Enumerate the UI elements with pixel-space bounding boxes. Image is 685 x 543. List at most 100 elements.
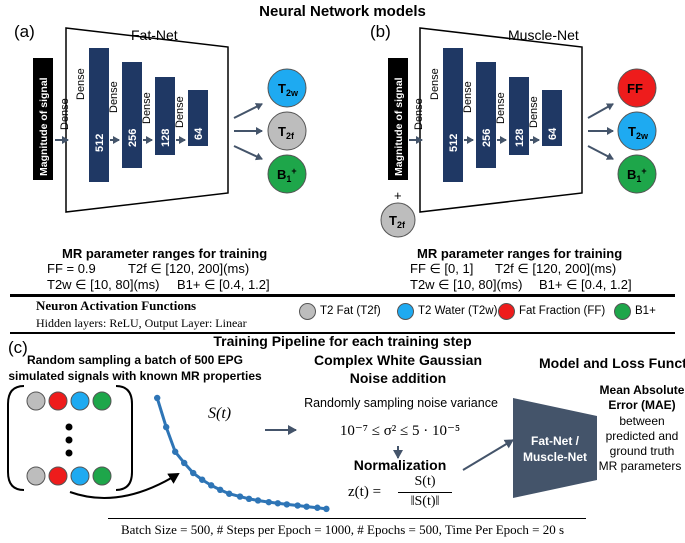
svg-text:Dense: Dense [174,96,186,128]
signal-point [314,504,321,511]
legend-label-b1: B1+ [635,305,656,317]
figure-title: Neural Network models [259,3,426,20]
signal-point [172,448,179,455]
panel-b-input-bar [388,58,408,180]
svg-text:64: 64 [547,127,559,140]
signal-point [163,423,170,431]
batch-row-bottom [26,466,112,486]
signal-point [323,505,330,513]
noise-subtitle: Randomly sampling noise variance [304,396,498,410]
signal-point [154,394,161,402]
svg-text:Dense: Dense [413,98,425,130]
panel-b-range-b1: B1+ ∈ [0.4, 1.2] [539,277,632,292]
panel-b-output-t2w [617,111,657,151]
batch-right-bracket [115,385,133,491]
mae-line6: MR parameters [598,459,682,473]
signal-point [265,498,272,506]
signal-point [226,490,233,497]
panel-a-output-t2w [267,68,307,108]
panel-b-output-b1 [617,154,657,194]
panel-b-input-t2f [380,202,416,238]
svg-text:FF: FF [627,81,643,96]
legend-items: T2 Fat (T2f) T2 Water (T2w) Fat Fraction… [0,299,685,329]
layer-512-bar [89,48,109,182]
mae-line5: ground truth [609,444,675,458]
norm-to-model-arrow [462,439,514,471]
signal-curve-line [155,397,327,511]
svg-text:512: 512 [448,134,460,152]
norm-lhs: z(t) = [348,484,382,500]
panel-b-layers: Dense 512 Dense 256 Dense 128 Dense 64 [429,48,562,182]
mae-line4: predicted and [605,429,679,443]
svg-text:128: 128 [160,129,172,147]
legend-title: Neuron Activation Functions [36,298,197,313]
noise-title-line1: Complex White Gaussian [313,352,483,368]
norm-fraction-bar [398,492,452,493]
panel-c-letter: (c) [8,338,28,357]
legend-top-rule [10,294,675,297]
panel-a-range-b1: B1+ ∈ [0.4, 1.2] [177,277,270,292]
legend-swatch-ff [498,303,515,320]
panel-a-ranges-title: MR parameter ranges for training [62,246,268,261]
norm-denominator: ‖S(t)‖ [410,494,440,509]
signal-point [283,501,290,508]
legend-swatch-b1 [614,303,631,320]
layer-64-bar [188,90,208,146]
svg-text:Dense: Dense [141,92,153,124]
layer-256-bar [122,62,142,168]
panel-b-letter: (b) [370,22,391,41]
norm-numerator: S(t) [414,474,436,489]
signal-point [217,486,224,494]
normalization-title: Normalization [353,457,447,473]
model-title: Model and Loss Function [539,355,685,371]
batch-to-signal-arrow [69,472,180,499]
panel-a-range-t2w: T2w ∈ [10, 80](ms) [47,277,160,292]
svg-text:256: 256 [127,129,139,147]
batch-left-bracket [7,385,25,491]
svg-text:Dense: Dense [108,81,120,113]
footer-rule [108,518,586,519]
panel-a-network-outline [65,27,229,213]
mae-line3: between [619,414,665,428]
legend-swatch-t2f [299,303,316,320]
panel-a-output-t2f [267,111,307,151]
panel-a-layers: Dense 512 Dense 256 Dense 128 Dense 64 [75,48,208,182]
panel-a-letter: (a) [14,22,35,41]
panel-a-input-label: Magnitude of signal [38,77,50,176]
signal-point [199,476,206,483]
panel-a-range-ff: FF = 0.9 [47,261,96,276]
noise-title-line2: Noise addition [349,370,447,386]
svg-text:128: 128 [514,129,526,147]
legend-label-t2w: T2 Water (T2w) [418,305,498,317]
layer-512-bar [443,48,463,182]
panel-b-network-outline [419,27,583,213]
svg-text:Dense: Dense [429,68,441,100]
batch-row-top [26,391,112,411]
panel-b-input-label: Magnitude of signal [393,77,405,176]
panel-b-range-t2w: T2w ∈ [10, 80](ms) [410,277,523,292]
layer-64-bar [542,90,562,146]
svg-text:Dense: Dense [495,92,507,124]
model-trapezoid [513,398,597,498]
panel-b-ranges-title: MR parameter ranges for training [417,246,623,261]
panel-b-net-name: Muscle-Net [508,27,579,43]
svg-text:Dense: Dense [528,96,540,128]
signal-point [274,500,281,507]
panel-c-title: Training Pipeline for each training step [213,333,472,349]
legend-label-t2f: T2 Fat (T2f) [320,305,381,317]
layer-256-bar [476,62,496,168]
signal-point [254,497,262,504]
svg-text:64: 64 [193,127,205,140]
signal-point [208,482,215,489]
layer-128-bar [509,77,529,155]
signal-decay-curve [154,394,330,513]
panel-b-range-t2f: T2f ∈ [120, 200](ms) [495,261,617,276]
svg-text:Dense: Dense [75,68,87,100]
signal-point [294,502,301,509]
network-diagrams: Magnitude of signal Dense Dense 512 Dens… [33,27,657,238]
panel-b-plus: + [394,188,402,203]
layer-128-bar [155,77,175,155]
panel-a-input-dense: Dense [59,98,71,130]
signal-point [245,495,253,502]
sampling-line2: simulated signals with known MR properti… [8,369,262,383]
